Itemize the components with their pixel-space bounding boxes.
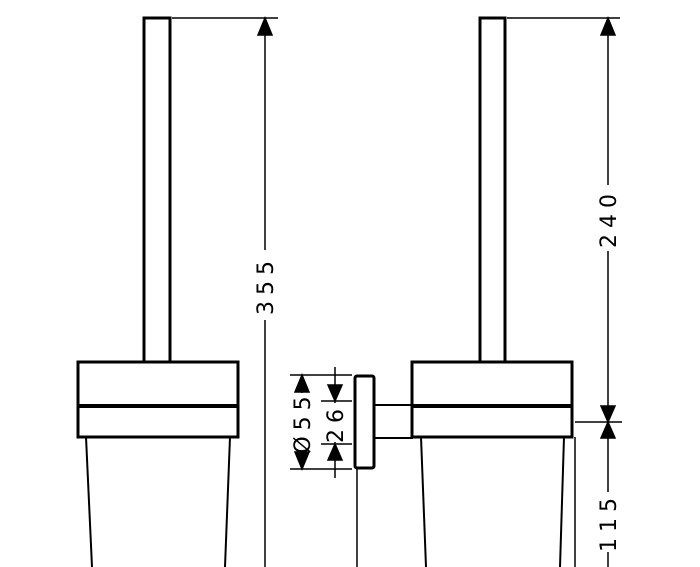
arrow-icon [599, 16, 617, 36]
brush-handle-side [478, 16, 507, 364]
glass-cup-front [85, 436, 231, 567]
arrow-icon [293, 373, 311, 393]
dim-355-label: 355 [254, 255, 279, 315]
holder-head-front [76, 360, 240, 439]
arrow-icon [256, 16, 274, 36]
arrow-icon [293, 451, 311, 471]
wall-plate [353, 374, 376, 470]
dim-55-label: Ø55 [291, 390, 316, 453]
dim-240-label: 240 [597, 188, 622, 248]
connector-rod [373, 404, 413, 439]
dimension-lines [172, 16, 622, 567]
front-view [76, 16, 240, 567]
glass-cup-side [420, 436, 565, 567]
side-view [353, 16, 576, 567]
arrow-icon [599, 405, 617, 424]
dimension-labels: 355 240 115 Ø55 26 [254, 185, 622, 552]
holder-head-side [410, 360, 574, 439]
dim-26-label: 26 [324, 403, 349, 443]
dim-115-label: 115 [597, 492, 622, 552]
brush-handle-front [142, 16, 172, 364]
arrow-icon [326, 442, 344, 461]
arrow-icon [326, 384, 344, 403]
arrow-icon [599, 420, 617, 439]
